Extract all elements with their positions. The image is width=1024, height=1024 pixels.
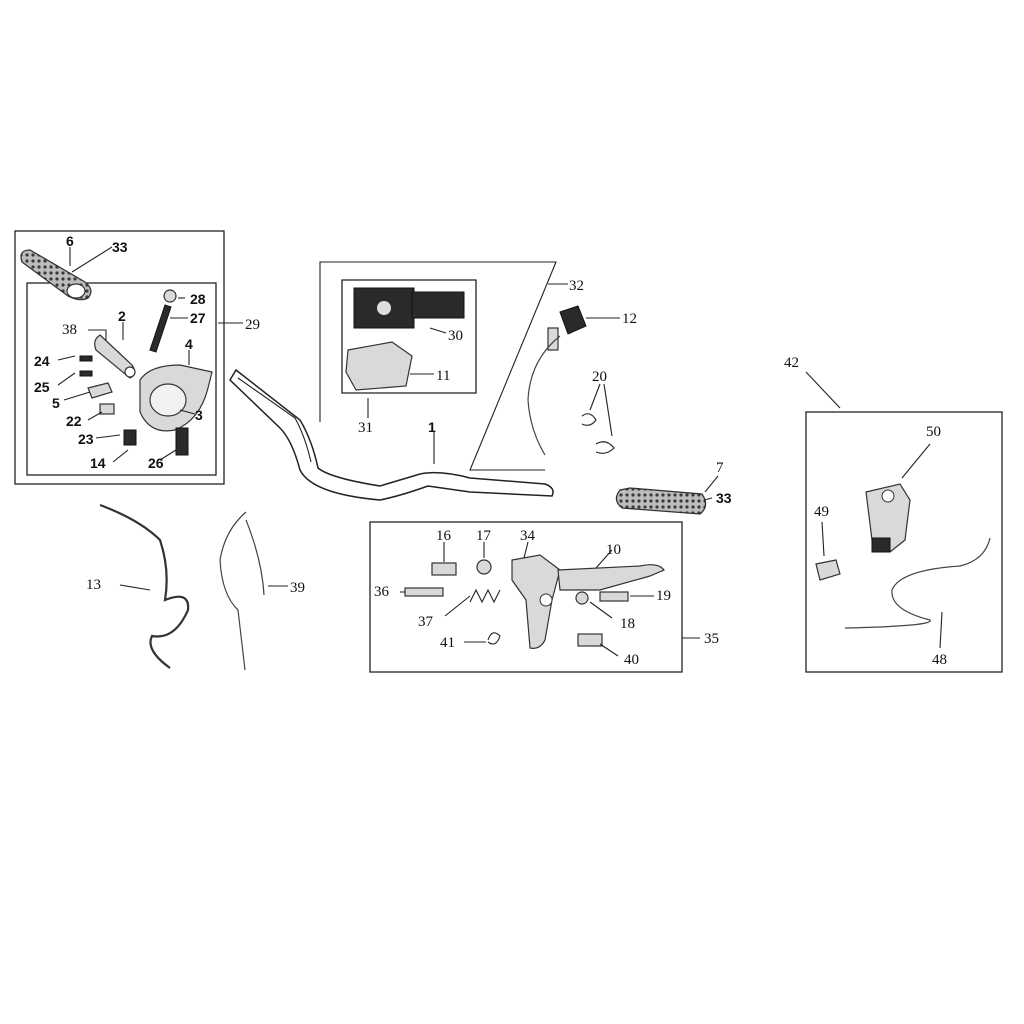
cables-left <box>99 503 288 671</box>
kill-switch <box>353 287 465 329</box>
throttle-housing-inner-box <box>26 282 217 476</box>
callout-11: 11 <box>436 368 450 384</box>
callout-24: 24 <box>34 353 50 369</box>
handlebar <box>229 368 554 501</box>
callout-32: 32 <box>569 278 584 294</box>
bolt-19 <box>599 591 629 602</box>
bolt-14 <box>123 429 137 446</box>
callout-22: 22 <box>66 413 82 429</box>
callout-49: 49 <box>814 504 829 520</box>
clutch-cable <box>844 537 991 629</box>
callout-39: 39 <box>290 580 305 596</box>
callout-6: 6 <box>66 233 74 249</box>
callout-33-right: 33 <box>716 490 732 506</box>
clutch-kit-group <box>805 371 1003 673</box>
callout-38: 38 <box>62 322 77 338</box>
lever-group-box <box>369 521 683 673</box>
nut-18 <box>575 591 589 605</box>
callout-42: 42 <box>784 355 799 371</box>
callout-25: 25 <box>34 379 50 395</box>
callout-37: 37 <box>418 614 434 630</box>
clutch-perch <box>865 483 911 553</box>
throttle-tube <box>94 334 136 379</box>
right-grip <box>615 487 707 515</box>
throttle-cable-adjuster <box>149 289 177 353</box>
callout-23: 23 <box>78 431 94 447</box>
callout-3: 3 <box>195 407 203 423</box>
lever-group <box>369 521 700 673</box>
washer-22 <box>99 403 115 415</box>
spring-37 <box>469 588 501 604</box>
callout-19: 19 <box>656 588 671 604</box>
screw-36 <box>404 587 444 597</box>
callout-5: 5 <box>52 395 60 411</box>
callout-7: 7 <box>716 460 724 476</box>
callout-35: 35 <box>704 631 719 647</box>
switch-box <box>341 279 477 394</box>
callout-13: 13 <box>86 577 101 593</box>
callout-2: 2 <box>118 308 126 324</box>
bolt-40 <box>577 633 603 647</box>
callout-34: 34 <box>520 528 536 544</box>
callout-16: 16 <box>436 528 452 544</box>
callout-33-left: 33 <box>112 239 128 255</box>
nut-17 <box>476 559 492 575</box>
switch-cover <box>345 341 413 391</box>
callout-48: 48 <box>932 652 947 668</box>
callout-4: 4 <box>185 336 193 352</box>
bolt-26 <box>175 427 189 456</box>
left-grip <box>20 249 92 301</box>
callout-40: 40 <box>624 652 639 668</box>
clutch-bracket-49 <box>815 559 841 581</box>
callout-28: 28 <box>190 291 206 307</box>
callout-14: 14 <box>90 455 106 471</box>
callout-18: 18 <box>620 616 635 632</box>
callout-1: 1 <box>428 419 436 435</box>
throttle-group-outer-box <box>14 230 225 485</box>
callout-labels: 6 33 28 27 29 38 2 4 24 25 5 3 22 23 14 … <box>34 233 947 668</box>
throttle-cable <box>99 503 190 669</box>
callout-10: 10 <box>606 542 621 558</box>
throttle-housing <box>139 364 213 432</box>
callout-36: 36 <box>374 584 390 600</box>
callout-20: 20 <box>592 369 607 385</box>
clutch-kit-box <box>805 411 1003 673</box>
callout-31: 31 <box>358 420 373 436</box>
spring-clip-41 <box>487 632 501 645</box>
screw-24 <box>79 355 93 362</box>
right-switch-group <box>527 305 719 515</box>
handlebar-area <box>229 261 568 501</box>
callout-12: 12 <box>622 311 637 327</box>
adjuster-16 <box>431 562 457 576</box>
plate-5 <box>87 382 113 399</box>
callout-27: 27 <box>190 310 206 326</box>
switch-wire-39 <box>219 511 247 671</box>
callout-frame-32 <box>319 261 557 471</box>
callout-29: 29 <box>245 317 260 333</box>
cable-clips <box>581 383 615 454</box>
callout-30: 30 <box>448 328 463 344</box>
callout-17: 17 <box>476 528 492 544</box>
start-switch <box>547 305 587 351</box>
throttle-group <box>14 230 243 485</box>
callout-26: 26 <box>148 455 164 471</box>
screw-25 <box>79 370 93 377</box>
lever-bracket <box>511 554 561 649</box>
callout-41: 41 <box>440 635 455 651</box>
lever-blade <box>557 564 665 591</box>
callout-50: 50 <box>926 424 941 440</box>
